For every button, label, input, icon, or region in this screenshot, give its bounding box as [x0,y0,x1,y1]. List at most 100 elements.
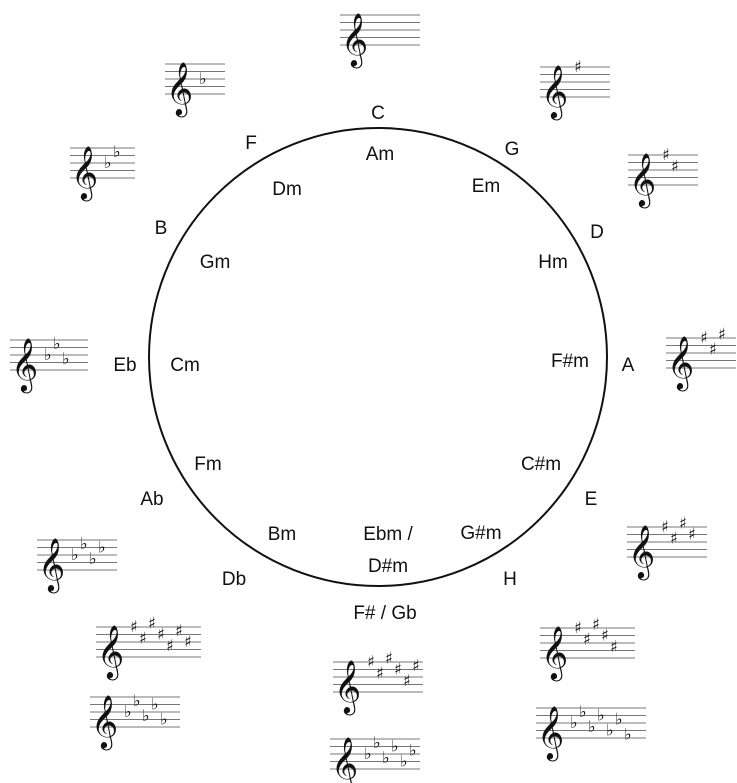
sharp-icon: ♯ [367,652,375,671]
sharp-icon: ♯ [662,145,670,164]
sharp-icon: ♯ [583,629,591,648]
major-key-c: C [371,103,385,124]
flat-icon: ♭ [373,733,381,752]
minor-key-ebm-d-sharp-m-line1: Ebm / [363,524,413,545]
minor-key-g-sharp-m: G#m [460,523,501,544]
flat-icon: ♭ [364,744,372,763]
flat-icon: ♭ [400,752,408,771]
major-key-db: Db [222,569,246,590]
treble-clef-icon: 𝄞 [341,12,368,68]
flat-icon: ♭ [89,549,97,568]
key-signature-staff: 𝄞♯♯ [628,145,698,208]
flat-icon: ♭ [62,349,70,368]
sharp-icon: ♯ [610,637,618,656]
treble-clef-icon: 𝄞 [537,705,564,761]
flat-icon: ♭ [409,740,417,759]
key-signature-staff: 𝄞♯ [540,57,610,120]
key-signature-staff: 𝄞♭ [165,61,225,117]
flat-icon: ♭ [151,695,159,714]
minor-key-c-sharp-m: C#m [521,454,561,475]
sharp-icon: ♯ [574,57,582,76]
sharp-icon: ♯ [709,339,717,358]
sharp-icon: ♯ [130,617,138,636]
major-key-f: F [245,133,257,154]
treble-clef-icon: 𝄞 [91,694,118,750]
major-key-ab: Ab [140,489,163,510]
key-signature-staff: 𝄞♭♭♭ [10,334,88,393]
sharp-icon: ♯ [661,517,669,536]
treble-clef-icon: 𝄞 [38,537,65,593]
treble-clef-icon: 𝄞 [541,64,568,120]
treble-clef-icon: 𝄞 [11,337,38,393]
sharp-icon: ♯ [403,671,411,690]
flat-icon: ♭ [44,345,52,364]
flat-icon: ♭ [160,710,168,729]
sharp-icon: ♯ [184,632,192,651]
sharp-icon: ♯ [679,513,687,532]
sharp-icon: ♯ [175,621,183,640]
minor-key-am: Am [366,144,395,165]
key-signature-staff: 𝄞 [340,12,420,68]
key-signature-staff: 𝄞♭♭♭♭♭♭ [330,733,420,783]
fifths-circle [148,127,608,587]
minor-key-hm: Hm [538,252,568,273]
flat-icon: ♭ [579,702,587,721]
treble-clef-icon: 𝄞 [541,625,568,681]
sharp-icon: ♯ [670,528,678,547]
treble-clef-icon: 𝄞 [334,659,361,715]
flat-icon: ♭ [391,737,399,756]
flat-icon: ♭ [104,153,112,172]
flat-icon: ♭ [113,142,121,161]
minor-key-f-sharp-m: F#m [551,351,589,372]
sharp-icon: ♯ [688,525,696,544]
minor-key-cm: Cm [170,355,200,376]
key-signature-staff: 𝄞♯♯♯♯♯ [540,614,635,681]
treble-clef-icon: 𝄞 [166,61,193,117]
flat-icon: ♭ [606,721,614,740]
sharp-icon: ♯ [166,636,174,655]
minor-key-ebm-d-sharp-m-line2: D#m [368,556,408,577]
key-signature-staves: 𝄞𝄞♯𝄞♯♯𝄞♯♯♯𝄞♯♯♯♯𝄞♯♯♯♯♯𝄞♭♭♭♭♭♭♭𝄞♯♯♯♯♯♯𝄞♭♭♭… [10,12,736,783]
minor-key-fm: Fm [194,454,221,475]
sharp-icon: ♯ [574,618,582,637]
flat-icon: ♭ [124,702,132,721]
key-signature-staff: 𝄞♯♯♯♯♯♯ [333,648,423,715]
key-signature-staff: 𝄞♭♭♭♭♭♭♭ [536,702,646,761]
key-signature-staff: 𝄞♯♯♯ [666,324,736,391]
flat-icon: ♭ [53,334,61,353]
flat-icon: ♭ [142,706,150,725]
sharp-icon: ♯ [148,613,156,632]
sharp-icon: ♯ [718,324,726,343]
flat-icon: ♭ [199,69,207,88]
treble-clef-icon: 𝄞 [97,624,124,680]
minor-key-em: Em [472,176,501,197]
sharp-icon: ♯ [157,625,165,644]
major-key-e: E [585,489,598,510]
flat-icon: ♭ [624,724,632,743]
treble-clef-icon: 𝄞 [629,152,656,208]
minor-key-dm: Dm [272,179,302,200]
major-key-h: H [503,569,517,590]
flat-icon: ♭ [597,706,605,725]
flat-icon: ♭ [588,717,596,736]
key-signature-staff: 𝄞 ♭♭ [70,142,135,201]
treble-clef-icon: 𝄞 [667,335,694,391]
sharp-icon: ♯ [385,648,393,667]
flat-icon: ♭ [98,538,106,557]
treble-clef-icon: 𝄞 [71,145,98,201]
key-signature-staff: 𝄞♯♯♯♯♯♯♯ [96,613,201,680]
sharp-icon: ♯ [592,614,600,633]
flat-icon: ♭ [133,691,141,710]
major-key-a: A [622,355,635,376]
minor-key-bm: Bm [268,524,297,545]
key-signature-staff: 𝄞♭♭♭♭♭ [90,691,180,750]
minor-key-gm: Gm [200,252,231,273]
treble-clef-icon: 𝄞 [628,524,655,580]
flat-icon: ♭ [570,713,578,732]
sharp-icon: ♯ [376,663,384,682]
treble-clef-icon: 𝄞 [331,736,358,783]
flat-icon: ♭ [382,748,390,767]
sharp-icon: ♯ [601,626,609,645]
major-key-d: D [590,222,604,243]
